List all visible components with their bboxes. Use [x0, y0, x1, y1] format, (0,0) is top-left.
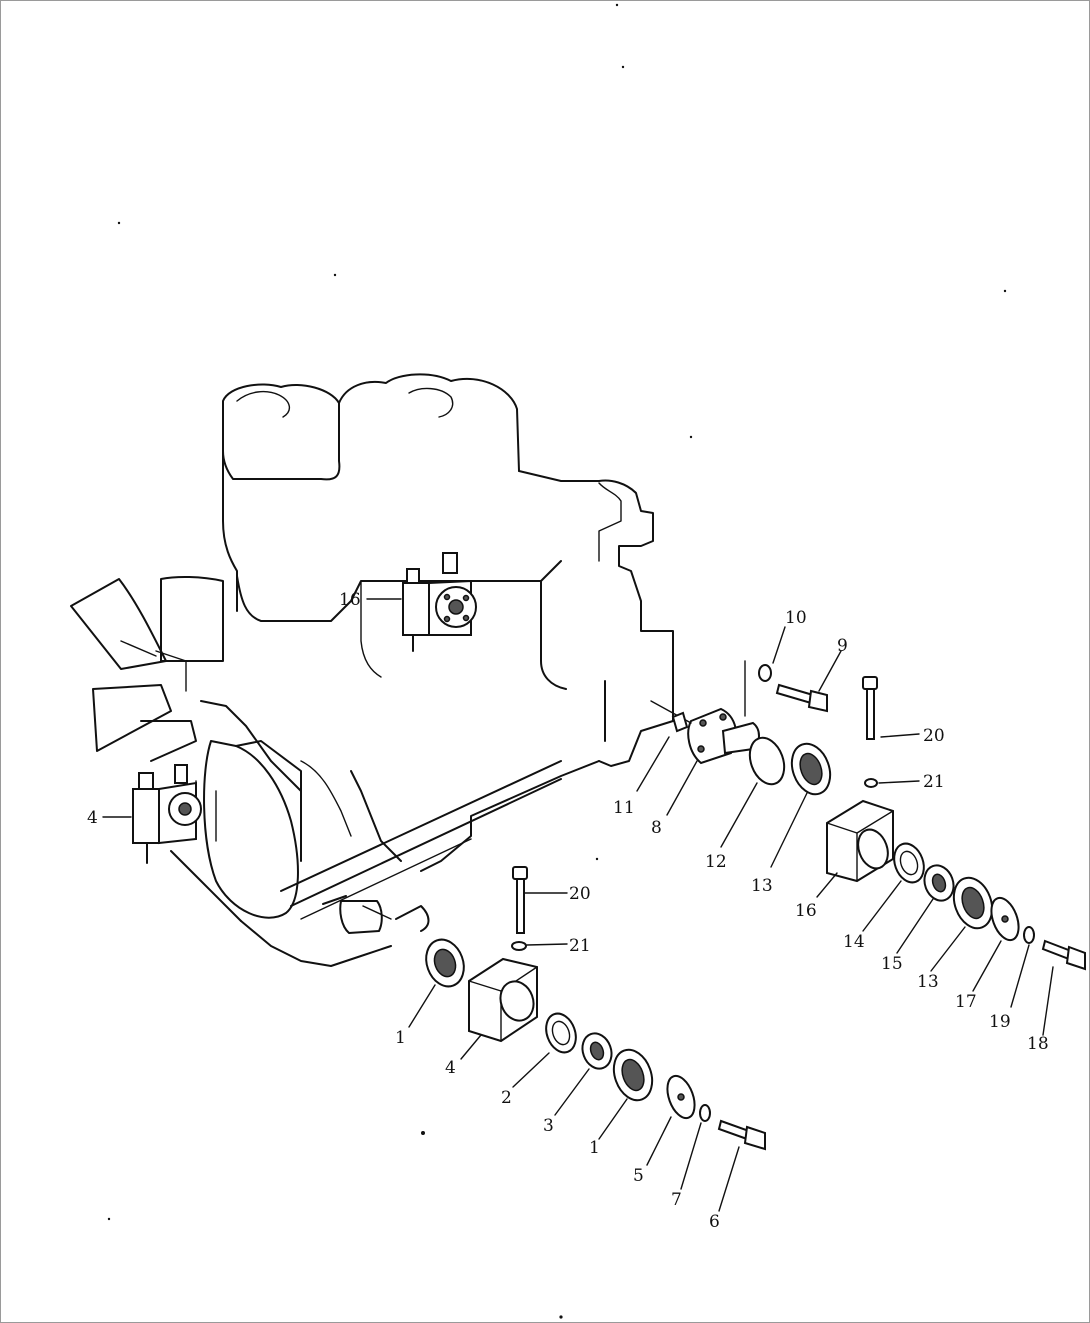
callout-5: 5 [633, 1166, 644, 1186]
callout-20-center: 20 [569, 884, 591, 904]
callout-6: 6 [709, 1212, 720, 1232]
cushion-13-upper [790, 742, 832, 796]
bracket-4-center [468, 957, 538, 1043]
engine-block-outline [70, 373, 674, 967]
callout-1-b: 1 [589, 1138, 600, 1158]
callout-3: 3 [543, 1116, 554, 1136]
bracket-16-right [826, 799, 894, 883]
callout-2: 2 [501, 1088, 512, 1108]
callout-13-a: 13 [751, 876, 773, 896]
cushion-1-lower [612, 1048, 654, 1102]
callout-21-right: 21 [923, 772, 945, 792]
callout-14: 14 [843, 932, 865, 952]
collar-14 [893, 842, 925, 884]
cushion-13-lower [952, 876, 994, 930]
plate-5 [666, 1074, 696, 1120]
callout-7: 7 [671, 1190, 682, 1210]
callout-10: 10 [785, 608, 807, 628]
washer-21-center [511, 941, 527, 951]
cushion-1-upper [425, 938, 465, 988]
plate-17 [990, 896, 1020, 942]
bolt-20-right [862, 676, 878, 740]
spacer-15 [923, 864, 955, 902]
spacer-3 [581, 1032, 613, 1070]
bolt-9 [775, 683, 828, 713]
washer-19 [1023, 926, 1035, 944]
bolt-18 [1041, 939, 1086, 971]
callout-12: 12 [705, 852, 727, 872]
washer-7 [699, 1104, 711, 1122]
callout-16-right: 16 [795, 901, 817, 921]
callout-13-b: 13 [917, 972, 939, 992]
callout-20-right: 20 [923, 726, 945, 746]
callout-11: 11 [613, 798, 635, 818]
callout-1-a: 1 [395, 1028, 406, 1048]
mount-16-on-engine [402, 552, 477, 652]
callout-4-left: 4 [87, 808, 98, 828]
callout-21-center: 21 [569, 936, 591, 956]
pin-11 [671, 711, 689, 733]
collar-2 [545, 1012, 577, 1054]
callout-19: 19 [989, 1012, 1011, 1032]
plate-12 [748, 736, 786, 786]
callout-18: 18 [1027, 1034, 1049, 1054]
callout-15: 15 [881, 954, 903, 974]
callout-8: 8 [651, 818, 662, 838]
callout-labels: 16 10 9 20 21 4 11 8 12 13 16 20 21 14 1… [87, 590, 1049, 1232]
scan-specks [107, 3, 1007, 1319]
leader-lines [102, 598, 1054, 1212]
flange-8 [650, 700, 760, 765]
callout-9: 9 [837, 636, 848, 656]
callout-17: 17 [955, 992, 977, 1012]
bolt-20-center [512, 866, 528, 934]
mount-4-on-engine [132, 764, 202, 864]
washer-10 [758, 664, 772, 682]
washer-21-right [864, 778, 878, 788]
callout-16-top: 16 [339, 590, 361, 610]
callout-4-center: 4 [445, 1058, 456, 1078]
bolt-6 [717, 1119, 766, 1151]
